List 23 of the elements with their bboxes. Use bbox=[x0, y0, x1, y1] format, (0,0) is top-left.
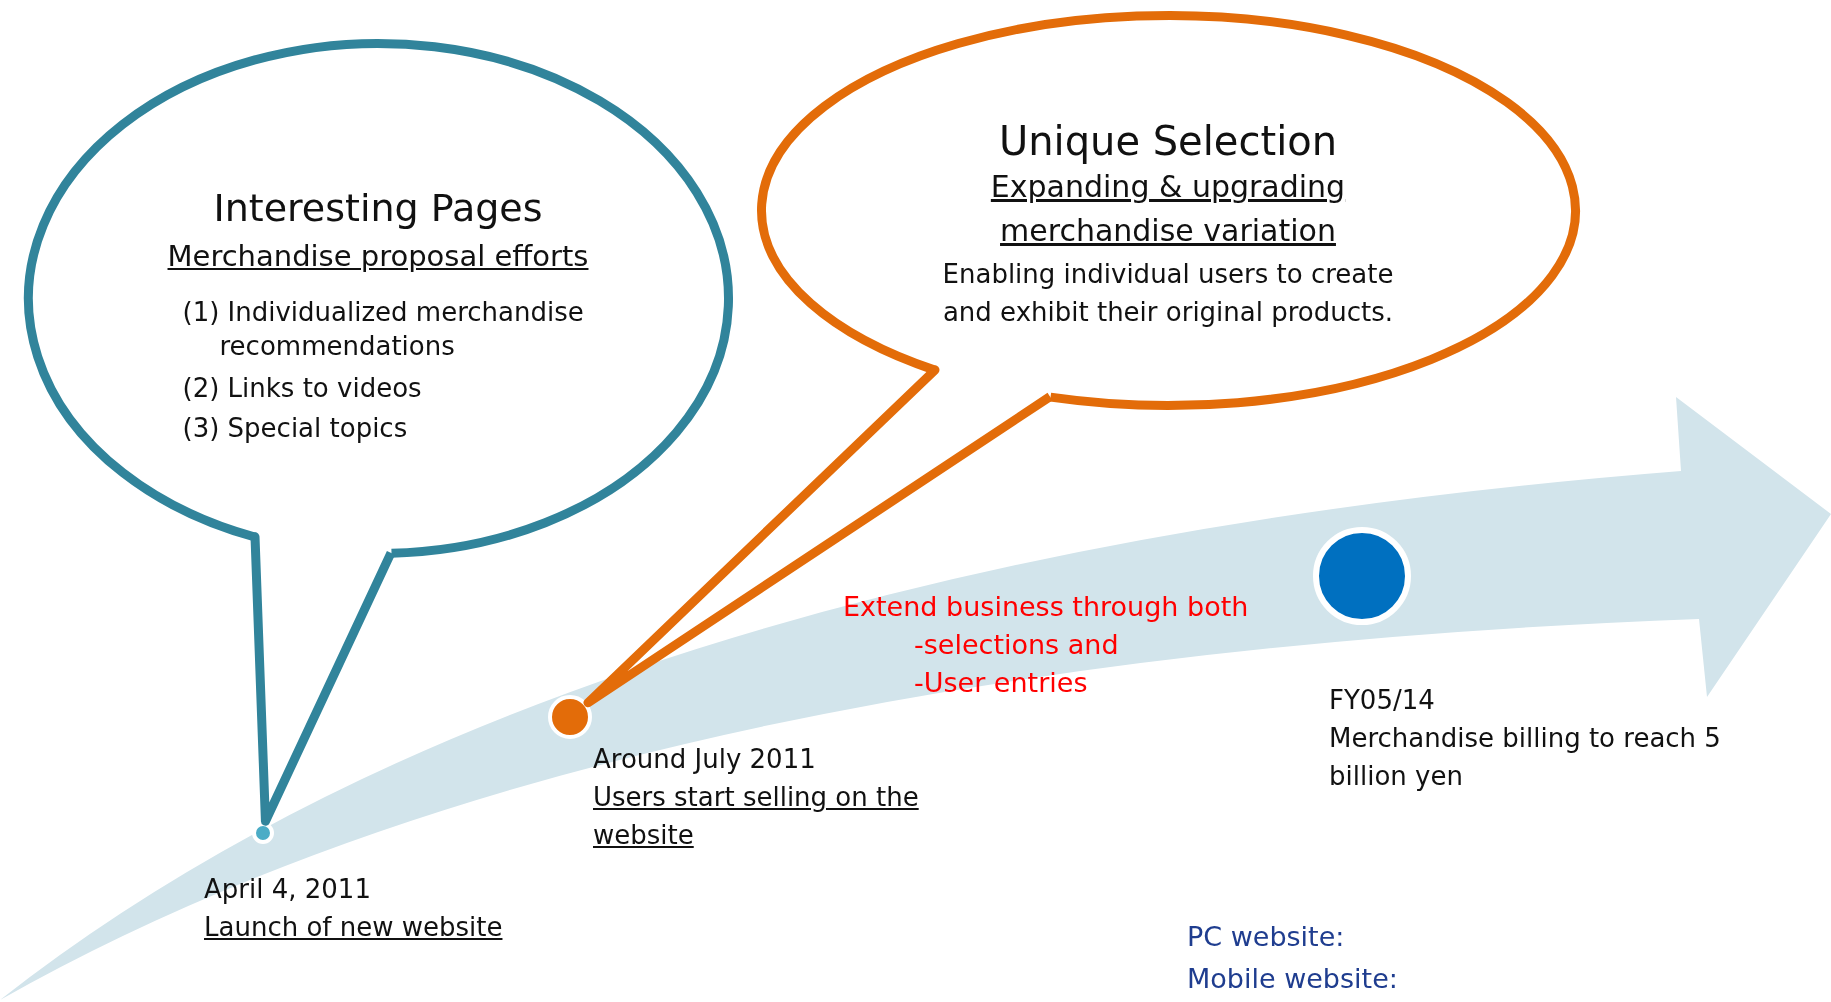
list-item: (1) Individualized merchandise recommendations bbox=[182, 296, 585, 363]
link-caption: Mobile website: bbox=[1187, 962, 1398, 996]
list-item: (3) Special topics bbox=[182, 412, 408, 445]
milestone-text: Merchandise billing to reach 5 billion yen bbox=[1329, 722, 1722, 793]
speech-bubble bbox=[756, 10, 1580, 410]
link-caption: PC website: bbox=[1187, 920, 1345, 954]
milestone-text: Users start selling on the website bbox=[593, 781, 920, 852]
bubble-text: Enabling individual users to create and exhibit their original products. bbox=[941, 258, 1395, 329]
note-text: -User entries bbox=[914, 666, 1088, 700]
speech-bubble-tail bbox=[583, 365, 1053, 708]
note-text: -selections and bbox=[914, 628, 1119, 662]
speech-bubble bbox=[23, 38, 733, 558]
note-text: Extend business through both bbox=[843, 590, 1249, 624]
date-label: Around July 2011 bbox=[593, 743, 817, 776]
milestone-text: Launch of new website bbox=[204, 911, 504, 944]
speech-bubble-tail bbox=[250, 532, 396, 826]
date-label: April 4, 2011 bbox=[204, 873, 372, 906]
date-label: FY05/14 bbox=[1329, 684, 1436, 717]
bubble-subtitle: Merchandise proposal efforts bbox=[166, 238, 590, 275]
bubble-title: Unique Selection bbox=[997, 117, 1339, 166]
list-item: (2) Links to videos bbox=[182, 372, 422, 405]
bubble-title: Interesting Pages bbox=[212, 185, 544, 232]
bubble-subtitle: Expanding & upgrading merchandise variation bbox=[989, 168, 1347, 250]
